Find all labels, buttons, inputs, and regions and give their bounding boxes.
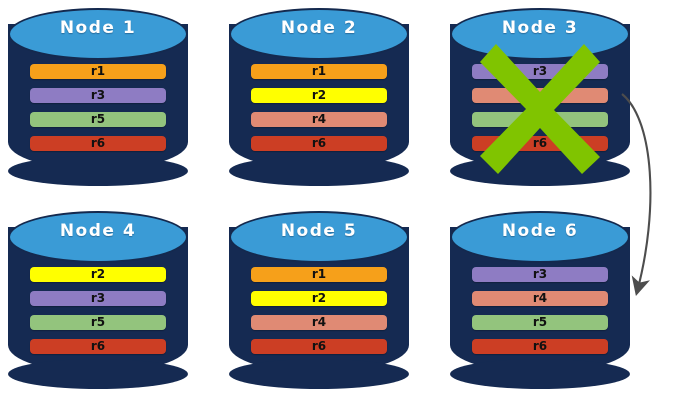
replica-band[interactable]: r6: [251, 339, 387, 354]
node-2-replica-list: r1 r2 r4 r6: [229, 64, 409, 160]
node-4-replica-list: r2 r3 r5 r6: [8, 267, 188, 363]
cylinder-bottom: [229, 156, 409, 186]
replica-band[interactable]: r3: [30, 291, 166, 306]
replica-band[interactable]: r5: [472, 112, 608, 127]
replica-band[interactable]: r3: [30, 88, 166, 103]
replica-band[interactable]: r6: [472, 339, 608, 354]
replica-band[interactable]: r3: [472, 64, 608, 79]
replica-band[interactable]: r2: [251, 88, 387, 103]
node-6-replica-list: r3 r4 r5 r6: [450, 267, 630, 363]
replica-band[interactable]: r2: [30, 267, 166, 282]
node-6[interactable]: Node 6 r3 r4 r5 r6: [450, 211, 630, 389]
replica-band[interactable]: r4: [472, 88, 608, 103]
cylinder-bottom: [8, 359, 188, 389]
replica-band[interactable]: r4: [472, 291, 608, 306]
node-1-label: Node 1: [59, 18, 137, 38]
cylinder-bottom: [450, 156, 630, 186]
replica-band[interactable]: r5: [30, 315, 166, 330]
replica-band[interactable]: r4: [251, 112, 387, 127]
node-1-replica-list: r1 r3 r5 r6: [8, 64, 188, 160]
node-2[interactable]: Node 2 r1 r2 r4 r6: [229, 8, 409, 186]
replica-band[interactable]: r1: [30, 64, 166, 79]
node-4-label: Node 4: [59, 221, 137, 241]
replica-band[interactable]: r6: [30, 136, 166, 151]
replica-band[interactable]: r6: [30, 339, 166, 354]
replica-band[interactable]: r3: [472, 267, 608, 282]
replica-band[interactable]: r2: [251, 291, 387, 306]
node-6-label: Node 6: [501, 221, 579, 241]
node-1[interactable]: Node 1 r1 r3 r5 r6: [8, 8, 188, 186]
node-3-label: Node 3: [501, 18, 579, 38]
node-3-replica-list: r3 r4 r5 r6: [450, 64, 630, 160]
cylinder-top: [229, 8, 409, 60]
node-4[interactable]: Node 4 r2 r3 r5 r6: [8, 211, 188, 389]
cylinder-bottom: [450, 359, 630, 389]
replica-band[interactable]: r1: [251, 64, 387, 79]
cylinder-bottom: [8, 156, 188, 186]
cylinder-top: [8, 8, 188, 60]
node-5-label: Node 5: [280, 221, 358, 241]
node-5-replica-list: r1 r2 r4 r6: [229, 267, 409, 363]
replica-band[interactable]: r5: [472, 315, 608, 330]
replica-band[interactable]: r6: [472, 136, 608, 151]
node-3[interactable]: Node 3 r3 r4 r5 r6: [450, 8, 630, 186]
replica-band[interactable]: r6: [251, 136, 387, 151]
cylinder-top: [8, 211, 188, 263]
replica-band[interactable]: r1: [251, 267, 387, 282]
replica-band[interactable]: r4: [251, 315, 387, 330]
cylinder-top: [229, 211, 409, 263]
cylinder-bottom: [229, 359, 409, 389]
node-2-label: Node 2: [280, 18, 358, 38]
node-5[interactable]: Node 5 r1 r2 r4 r6: [229, 211, 409, 389]
replica-band[interactable]: r5: [30, 112, 166, 127]
